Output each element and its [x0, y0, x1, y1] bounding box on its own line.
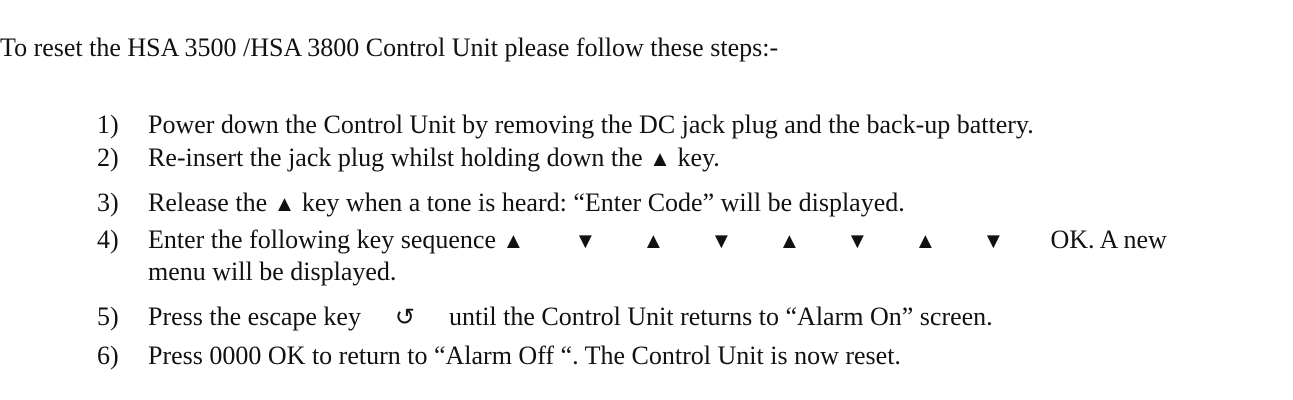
- down-arrow-icon: ▼: [710, 228, 733, 253]
- step-text: Press 0000 OK to return to “Alarm Off “.…: [148, 341, 901, 370]
- step-text: Power down the Control Unit by removing …: [148, 110, 1034, 139]
- document-title: To reset the HSA 3500 /HSA 3800 Control …: [0, 33, 779, 62]
- step-text: Press the escape key: [148, 302, 361, 331]
- step-number: 6): [97, 341, 119, 370]
- step-number: 3): [97, 188, 119, 217]
- down-arrow-icon: ▼: [574, 228, 597, 253]
- step-text: Release the: [148, 188, 268, 217]
- up-arrow-icon: ▲: [642, 228, 665, 253]
- key-sequence: ▲ ▼ ▲ ▼ ▲ ▼ ▲ ▼: [503, 225, 1051, 254]
- down-arrow-icon: ▼: [846, 228, 869, 253]
- step-number: 4): [97, 225, 119, 254]
- step-text: menu will be displayed.: [148, 257, 397, 286]
- step-text: key.: [677, 143, 720, 172]
- up-arrow-icon: ▲: [778, 228, 801, 253]
- step-number: 1): [97, 110, 119, 139]
- step-text: until the Control Unit returns to “Alarm…: [448, 302, 993, 331]
- up-arrow-icon: ▲: [273, 191, 296, 216]
- up-arrow-icon: ▲: [914, 228, 937, 253]
- escape-key-icon: ↺: [394, 305, 416, 331]
- up-arrow-icon: ▲: [502, 228, 525, 253]
- step-text: Enter the following key sequence: [148, 225, 496, 254]
- up-arrow-icon: ▲: [649, 146, 671, 171]
- step-number: 2): [97, 143, 119, 172]
- step-text: OK. A new: [1050, 225, 1167, 254]
- step-number: 5): [97, 302, 119, 331]
- down-arrow-icon: ▼: [982, 228, 1005, 253]
- step-text: key when a tone is heard: “Enter Code” w…: [301, 188, 905, 217]
- step-text: Re-insert the jack plug whilst holding d…: [148, 143, 643, 172]
